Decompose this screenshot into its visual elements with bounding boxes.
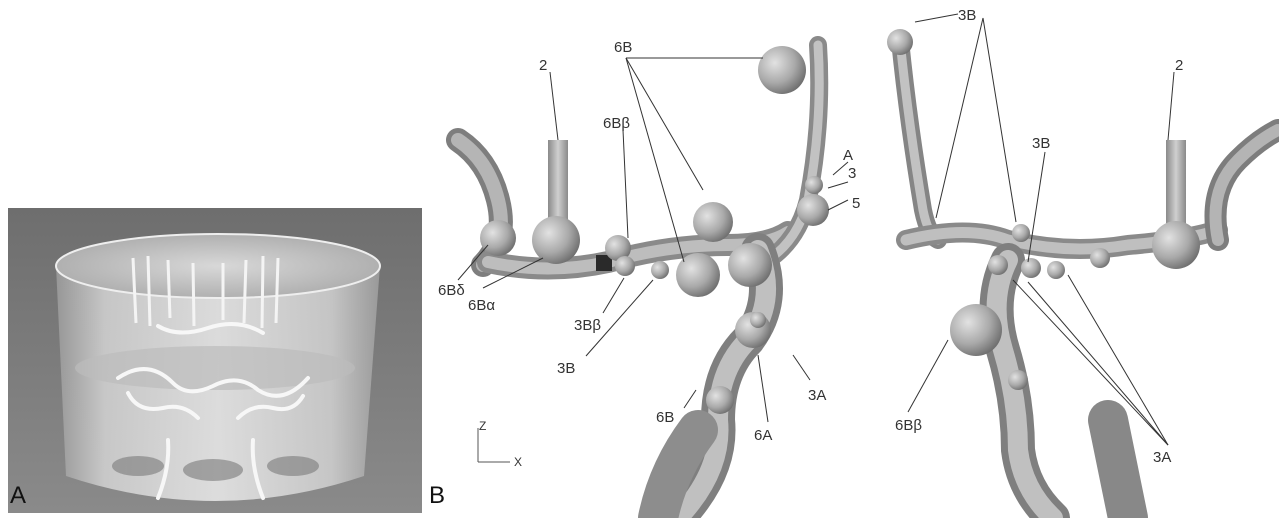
label-3b-mid-right: 3B — [1032, 135, 1050, 152]
label-3b-beta-left: 3Bβ — [574, 317, 601, 334]
label-3b-top-right: 3B — [958, 7, 976, 24]
label-3a-right: 3A — [1153, 449, 1171, 466]
panel-a-letter: A — [10, 482, 26, 510]
label-6a: 6A — [754, 427, 772, 444]
axis-x-label: X — [514, 455, 522, 469]
right-view: 3B 2 3B 6Bβ 3A — [887, 7, 1278, 518]
label-5: 5 — [852, 195, 860, 212]
label-6b-bottom: 6B — [656, 409, 674, 426]
label-2-right: 2 — [1175, 57, 1183, 74]
label-6b-top: 6B — [614, 39, 632, 56]
label-6b-beta-right: 6Bβ — [895, 417, 922, 434]
axis-z-label: Z — [479, 419, 486, 433]
label-6b-alpha: 6Bα — [468, 297, 495, 314]
vascular-render: Z X 6B 2 6Bβ A 3 5 6Bδ 6Bα 3Bβ 3B 6B 6A … — [428, 0, 1279, 518]
label-2-left: 2 — [539, 57, 547, 74]
label-3-left: 3 — [848, 165, 856, 182]
panel-b-letter: B — [429, 482, 445, 510]
left-view: Z X 6B 2 6Bβ A 3 5 6Bδ 6Bα 3Bβ 3B 6B 6A … — [438, 39, 860, 518]
phantom-photo — [8, 208, 422, 513]
label-6b-beta: 6Bβ — [603, 115, 630, 132]
label-3b-left: 3B — [557, 360, 575, 377]
label-a: A — [843, 147, 853, 164]
panel-a-photo: A — [8, 208, 422, 513]
label-6b-delta: 6Bδ — [438, 282, 465, 299]
panel-b-render: Z X 6B 2 6Bβ A 3 5 6Bδ 6Bα 3Bβ 3B 6B 6A … — [428, 0, 1279, 518]
label-3a-left: 3A — [808, 387, 826, 404]
